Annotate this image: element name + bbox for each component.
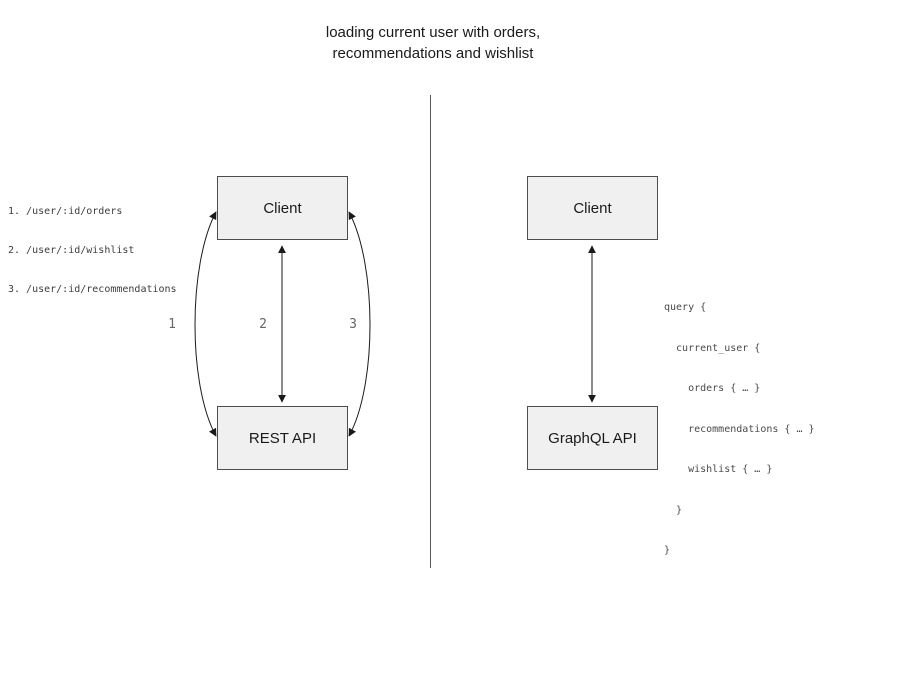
arrow-label-1: 1 — [168, 317, 176, 332]
arrow-label-3: 3 — [349, 317, 357, 332]
arrow-label-2: 2 — [259, 317, 267, 332]
vertical-divider — [430, 95, 431, 568]
client-box-right: Client — [527, 176, 658, 240]
graphql-api-box-label: GraphQL API — [548, 429, 637, 447]
client-box-right-label: Client — [573, 199, 612, 217]
client-box-left-label: Client — [263, 199, 302, 217]
query-line-2: current_user { — [664, 342, 761, 354]
rest-endpoint-wishlist: 2. /user/:id/wishlist — [8, 245, 135, 256]
diagram-title-line1: loading current user with orders, — [325, 24, 541, 41]
query-line-3: orders { … } — [664, 383, 761, 394]
rest-endpoint-list: 1. /user/:id/orders 2. /user/:id/wishlis… — [8, 179, 177, 322]
rest-endpoint-orders: 1. /user/:id/orders — [8, 206, 123, 217]
client-box-left: Client — [217, 176, 348, 240]
query-line-4: recommendations { … } — [664, 423, 815, 435]
graphql-api-box: GraphQL API — [527, 406, 658, 470]
rest-endpoint-recommendations: 3. /user/:id/recommendations — [8, 284, 177, 295]
rest-api-box: REST API — [217, 406, 348, 470]
rest-arrow-1-curved — [194, 211, 217, 437]
diagram-title-line2: recommendations and wishlist — [332, 45, 534, 62]
query-line-6: } — [664, 504, 683, 516]
diagram-title: loading current user with orders, recomm… — [233, 22, 633, 64]
query-line-5: wishlist { … } — [664, 464, 773, 475]
rest-api-box-label: REST API — [248, 429, 317, 447]
query-line-7: } — [664, 545, 671, 556]
graphql-query-snippet: query { current_user { orders { … } reco… — [664, 274, 815, 585]
query-line-1: query { — [664, 302, 707, 313]
